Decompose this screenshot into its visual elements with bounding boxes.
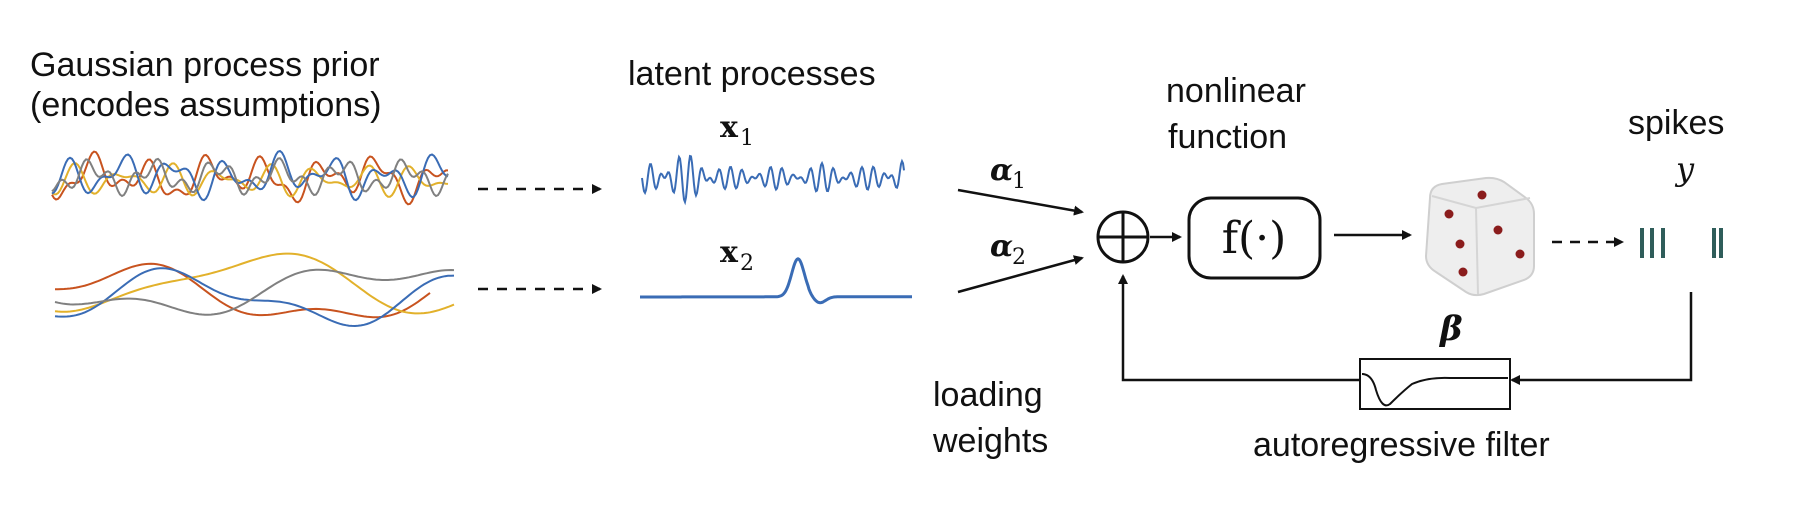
alpha1-subscript: 1: [1012, 169, 1026, 194]
latent-processes-title: latent processes: [628, 55, 876, 93]
x1-label: x: [720, 110, 739, 145]
autoregressive-filter-curve: [1361, 373, 1508, 407]
nonlinear-function-box: [1187, 196, 1322, 280]
dice-icon: [1424, 176, 1535, 297]
gp-sample-fast-gray: [51, 157, 449, 198]
gp-sample-fast-orange: [51, 150, 448, 206]
feedback-arrow-spikes-to-filter: [1510, 292, 1693, 385]
beta-label: β: [1438, 309, 1463, 349]
nonlinear-title-line1: nonlinear: [1166, 72, 1306, 110]
loading-weights-line1: loading: [933, 376, 1043, 414]
x2-subscript: 2: [740, 251, 754, 276]
autoregressive-filter-label: autoregressive filter: [1253, 426, 1550, 464]
gp-sample-slow-orange: [55, 262, 431, 319]
nonlinear-title-line2: function: [1168, 118, 1287, 156]
gp-sample-slow-yellow: [54, 252, 455, 315]
gp-prior-title-line1: Gaussian process prior: [30, 46, 380, 84]
gp-sample-slow-blue: [54, 267, 455, 328]
alpha1-label: α: [990, 153, 1013, 188]
spike-train-icon: [1640, 228, 1723, 258]
alpha2-subscript: 2: [1012, 245, 1026, 270]
gp-sample-fast-yellow: [51, 162, 449, 198]
arrow-alpha2: [957, 255, 1084, 294]
gp-samples-fast: [51, 149, 449, 206]
circle-plus-icon: [1096, 210, 1150, 264]
alpha2-label: α: [990, 229, 1013, 264]
latent-process-x2-trace: [640, 257, 912, 305]
loading-weights-line2: weights: [932, 422, 1048, 460]
y-label: y: [1674, 150, 1695, 188]
gp-sample-fast-blue: [51, 149, 449, 202]
x2-label: x: [720, 235, 739, 270]
arrow-alpha1: [957, 188, 1084, 216]
spikes-title: spikes: [1628, 104, 1724, 142]
f-of-dot-label: f(·): [1222, 213, 1287, 264]
x1-subscript: 1: [740, 126, 754, 151]
gp-prior-title-line2: (encodes assumptions): [30, 86, 382, 124]
autoregressive-filter-box: [1359, 358, 1511, 410]
feedback-arrow-filter-to-sum: [1118, 274, 1360, 382]
gp-samples-slow: [54, 252, 455, 328]
latent-process-x1-trace: [641, 154, 905, 206]
gp-sample-slow-gray: [54, 268, 455, 316]
